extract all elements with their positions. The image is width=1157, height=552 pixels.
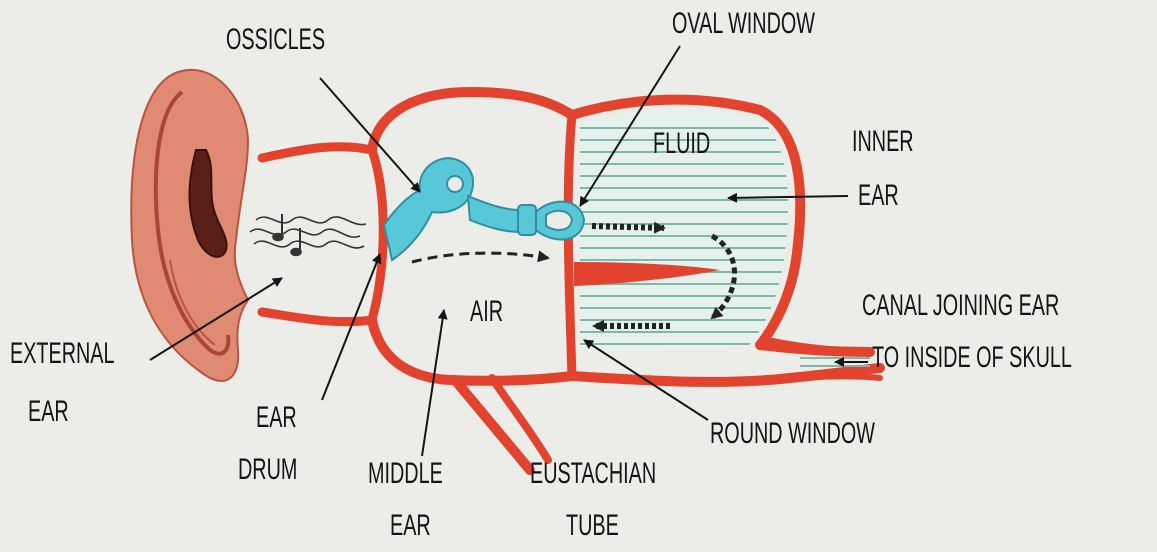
label-oval-window: OVAL WINDOW [672, 6, 815, 42]
ossicles-bones [384, 158, 584, 260]
label-middle-ear-line2: EAR [390, 508, 431, 544]
label-ear-drum-line1: EAR [256, 400, 297, 436]
label-ossicles: OSSICLES [226, 22, 325, 58]
label-inner-ear-line1: INNER [852, 124, 914, 160]
label-middle-ear-line1: MIDDLE [368, 456, 443, 492]
sound-waves [250, 214, 366, 256]
label-external-ear-line1: EXTERNAL [10, 336, 115, 372]
label-round-window: ROUND WINDOW [710, 416, 875, 452]
label-eustachian-line1: EUSTACHIAN [530, 456, 656, 492]
label-air: AIR [470, 294, 503, 330]
label-ear-drum-line2: DRUM [238, 452, 297, 488]
label-canal-line1: CANAL JOINING EAR [862, 288, 1059, 324]
label-eustachian-line2: TUBE [566, 508, 619, 544]
label-canal-line2: TO INSIDE OF SKULL [872, 340, 1072, 376]
label-fluid: FLUID [653, 126, 710, 162]
label-inner-ear-line2: EAR [858, 178, 899, 214]
label-external-ear-line2: EAR [28, 394, 69, 430]
